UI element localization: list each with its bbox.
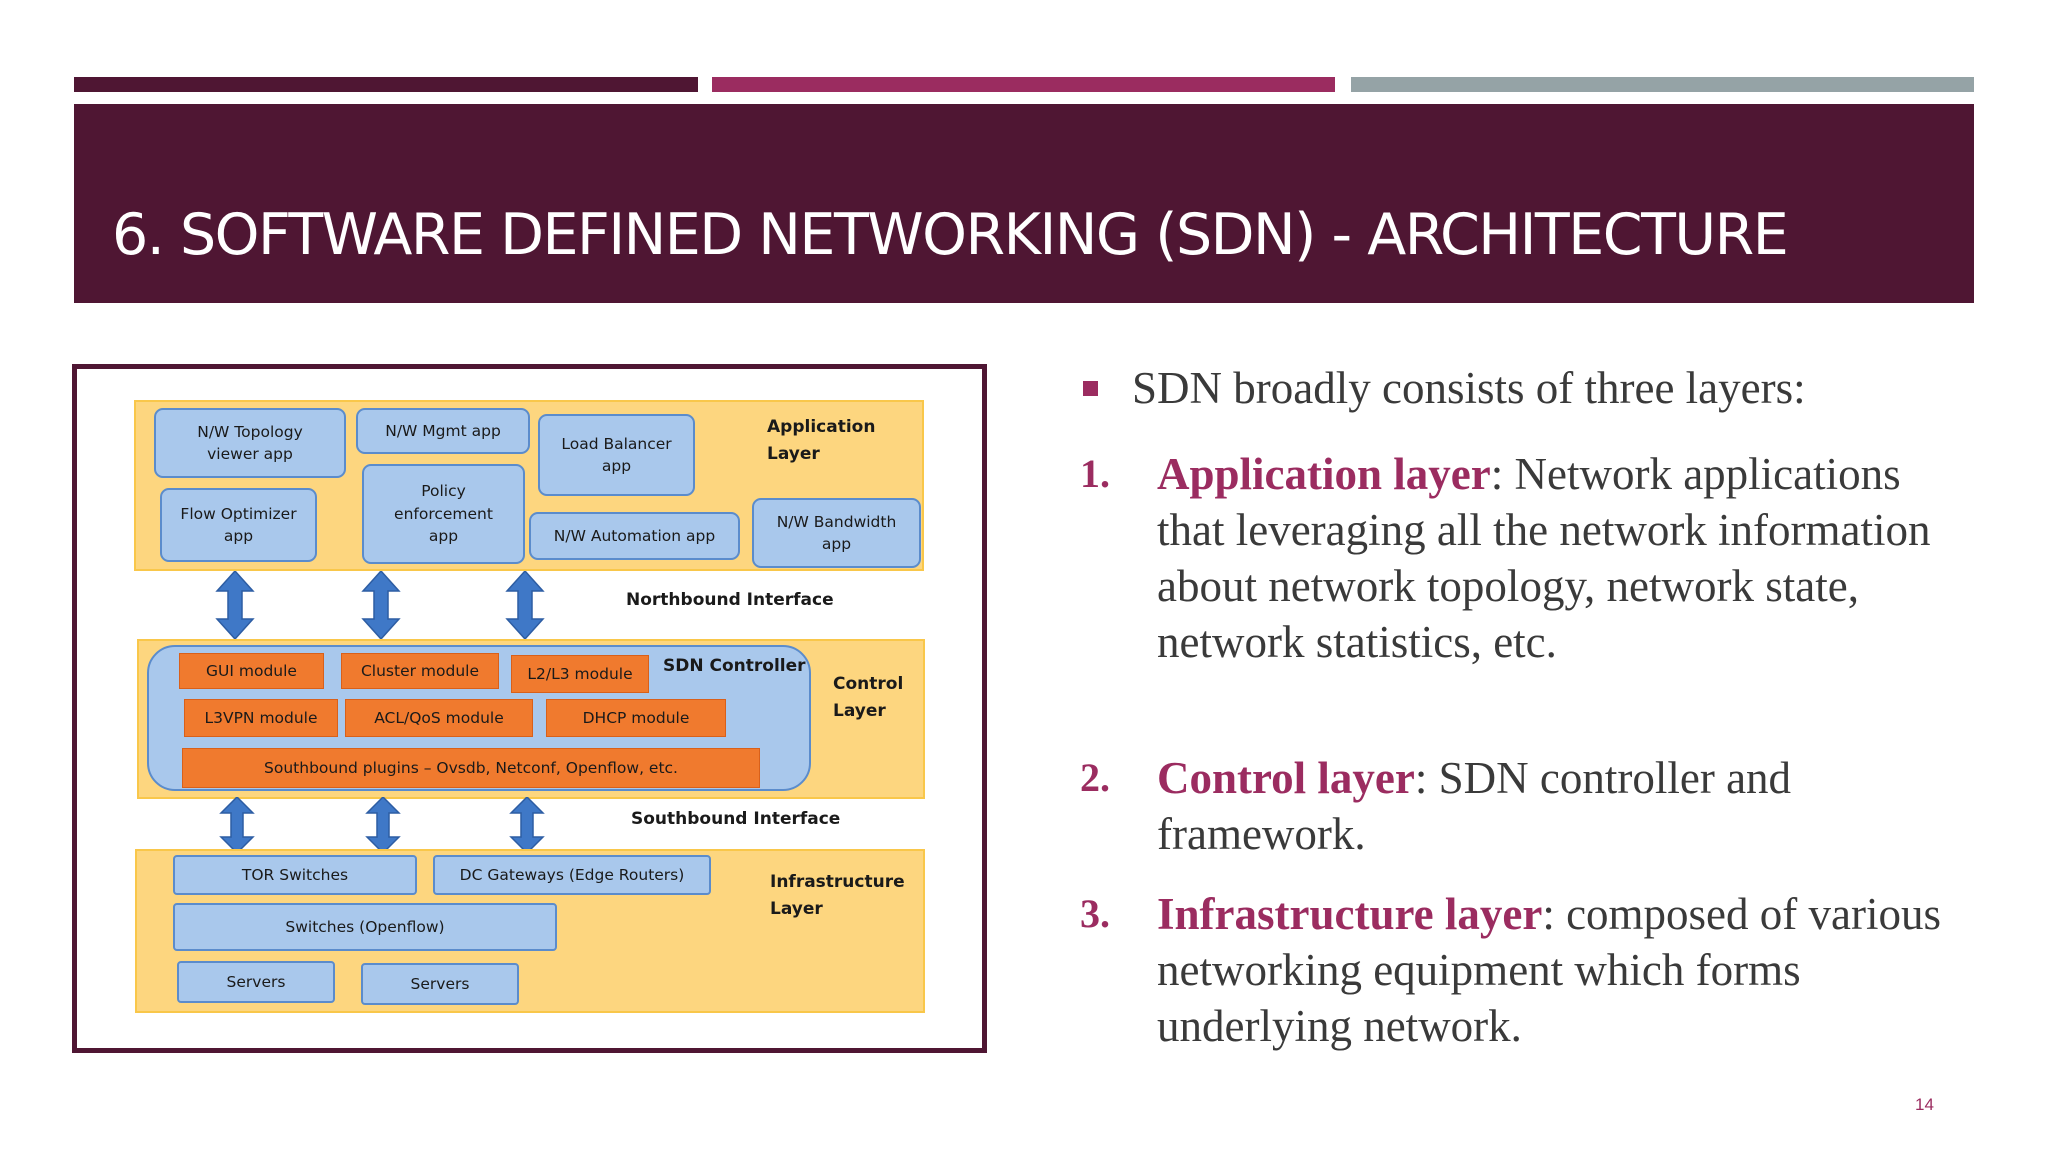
- box-text: enforcement: [394, 504, 493, 523]
- dhcp-module: DHCP module: [546, 699, 726, 737]
- label-line: Infrastructure: [770, 872, 905, 892]
- box-text: Servers: [410, 974, 470, 993]
- tor-switches: TOR Switches: [173, 855, 417, 895]
- box-text: app: [821, 535, 852, 553]
- dc-gateways: DC Gateways (Edge Routers): [433, 855, 711, 895]
- label-line: Application: [767, 417, 876, 437]
- sdn-architecture-figure: N/W Topology viewer app N/W Mgmt app Load…: [72, 364, 987, 1053]
- southbound-interface-label: Southbound Interface: [631, 809, 841, 829]
- servers-1: Servers: [177, 961, 335, 1003]
- item-text: Control layer: SDN controller and framew…: [1157, 750, 1977, 862]
- item-description: : SDN controller and framework.: [1157, 753, 1792, 859]
- accent-bar-dark: [74, 77, 698, 92]
- load-balancer-app: Load Balancer app: [538, 414, 695, 496]
- box-text: Switches (Openflow): [285, 917, 445, 936]
- box-text: app: [601, 457, 632, 475]
- double-arrow-icon: [215, 571, 255, 639]
- southbound-plugins-module: Southbound plugins – Ovsdb, Netconf, Ope…: [182, 748, 760, 788]
- label-line: Layer: [767, 444, 820, 465]
- box-text: app: [428, 527, 459, 546]
- page-number: 14: [1915, 1095, 1934, 1114]
- control-layer: GUI module Cluster module L2/L3 module S…: [137, 639, 925, 799]
- box-text: TOR Switches: [241, 865, 349, 884]
- square-bullet-icon: [1083, 381, 1098, 396]
- box-text: N/W Bandwidth: [776, 512, 897, 531]
- item-description: : composed of various networking equipme…: [1157, 889, 1941, 1051]
- item-term: Control layer: [1157, 753, 1415, 803]
- infrastructure-layer: TOR Switches DC Gateways (Edge Routers) …: [135, 849, 925, 1013]
- accent-bar-magenta: [712, 77, 1335, 92]
- double-arrow-icon: [219, 797, 255, 853]
- accent-bar-grey: [1351, 77, 1974, 92]
- servers-2: Servers: [361, 963, 519, 1005]
- box-text: N/W Mgmt app: [385, 421, 501, 440]
- item-description: : Network applications that leveraging a…: [1157, 449, 1931, 667]
- policy-enforcement-app: Policy enforcement app: [362, 464, 525, 564]
- box-text: Flow Optimizer: [180, 504, 297, 523]
- nw-bandwidth-app: N/W Bandwidth app: [752, 498, 921, 568]
- box-text: N/W Automation app: [553, 526, 716, 545]
- item-number: 1.: [1080, 451, 1110, 496]
- box-text: DC Gateways (Edge Routers): [459, 865, 685, 884]
- gui-module: GUI module: [179, 653, 324, 689]
- double-arrow-icon: [509, 797, 545, 853]
- box-text: Servers: [226, 972, 286, 991]
- openflow-switches: Switches (Openflow): [173, 903, 557, 951]
- box-text: app: [223, 527, 254, 545]
- nw-mgmt-app: N/W Mgmt app: [356, 408, 530, 454]
- l2l3-module: L2/L3 module: [511, 655, 649, 693]
- application-layer: N/W Topology viewer app N/W Mgmt app Load…: [134, 400, 924, 571]
- l3vpn-module: L3VPN module: [184, 699, 338, 737]
- flow-optimizer-app: Flow Optimizer app: [160, 488, 317, 562]
- title-band: 6. SOFTWARE DEFINED NETWORKING (SDN) - A…: [74, 104, 1974, 303]
- item-text: Application layer: Network applications …: [1157, 446, 1977, 670]
- label-line: Layer: [770, 899, 823, 920]
- box-text: Load Balancer: [561, 434, 672, 453]
- cluster-module: Cluster module: [341, 653, 499, 689]
- item-text: Infrastructure layer: composed of variou…: [1157, 886, 1977, 1054]
- double-arrow-icon: [361, 571, 401, 639]
- label-line: Layer: [833, 701, 886, 722]
- item-term: Infrastructure layer: [1157, 889, 1543, 939]
- item-number: 3.: [1080, 891, 1110, 936]
- box-text: N/W Topology: [197, 422, 303, 441]
- box-text: Policy: [421, 482, 466, 501]
- aclqos-module: ACL/QoS module: [345, 699, 533, 737]
- item-term: Application layer: [1157, 449, 1491, 499]
- page-title: 6. SOFTWARE DEFINED NETWORKING (SDN) - A…: [112, 202, 1789, 268]
- double-arrow-icon: [365, 797, 401, 853]
- box-text: viewer app: [207, 445, 293, 463]
- nw-automation-app: N/W Automation app: [529, 512, 740, 560]
- northbound-interface-label: Northbound Interface: [626, 590, 834, 610]
- sdn-controller-label: SDN Controller: [663, 656, 806, 676]
- item-number: 2.: [1080, 755, 1110, 800]
- label-line: Control: [833, 674, 904, 694]
- double-arrow-icon: [505, 571, 545, 639]
- intro-text: SDN broadly consists of three layers:: [1132, 363, 1806, 413]
- nw-topology-app: N/W Topology viewer app: [154, 408, 346, 478]
